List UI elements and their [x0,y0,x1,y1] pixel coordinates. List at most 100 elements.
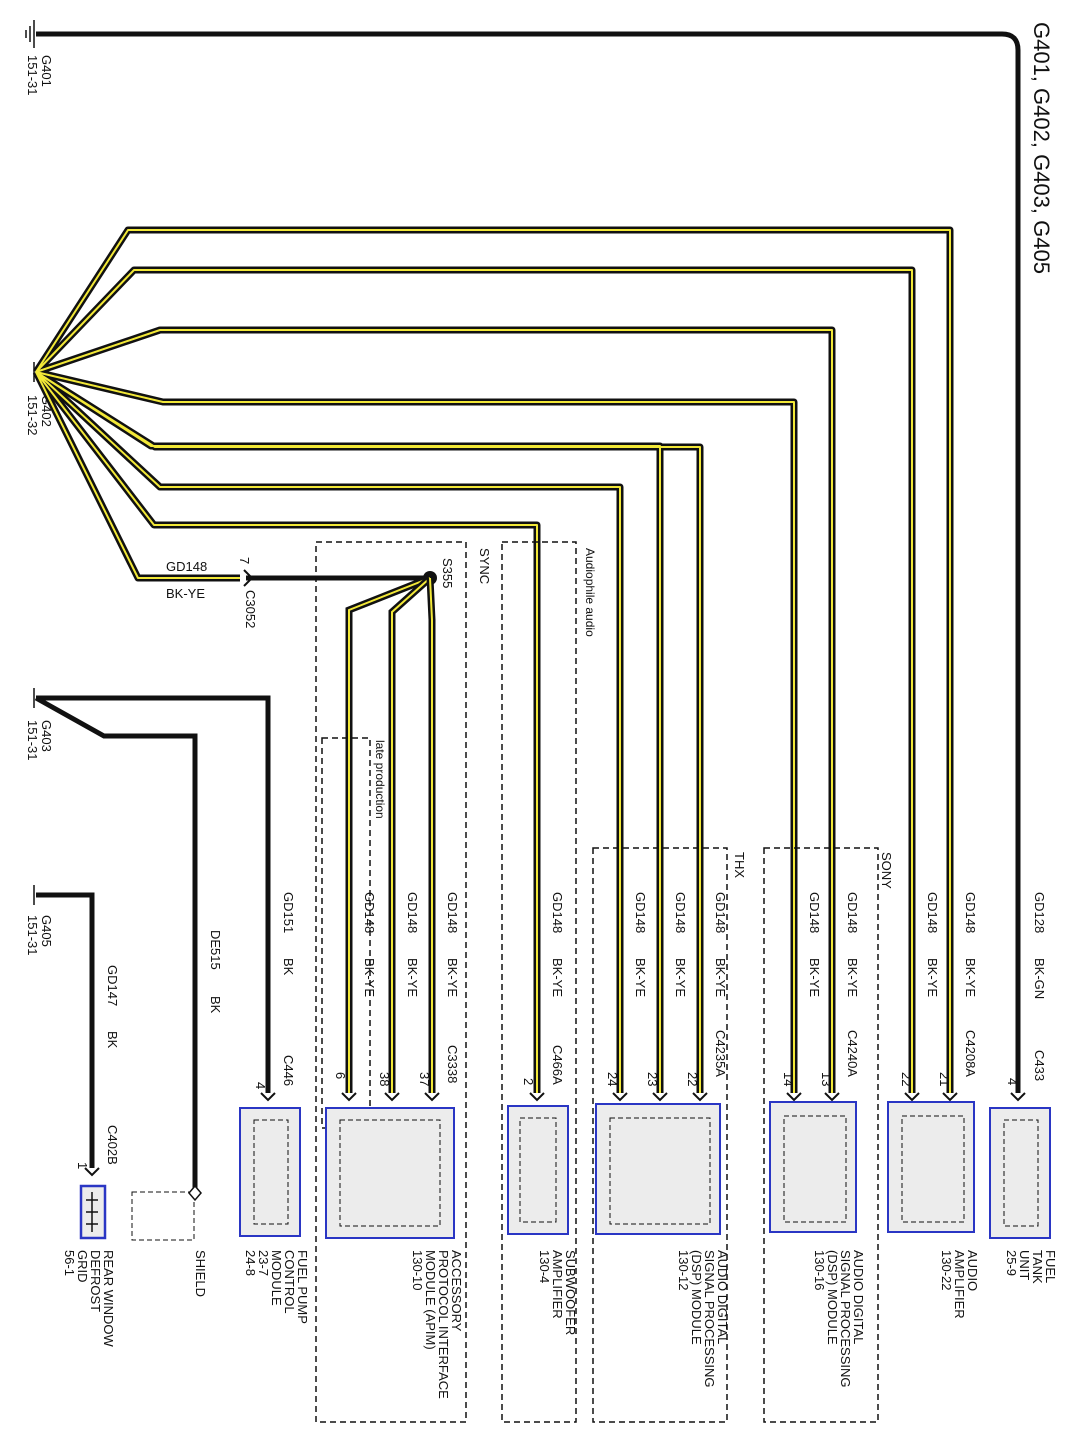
group-late-production: late production [373,740,387,819]
svg-text:130-10: 130-10 [410,1250,425,1290]
ground-g405: G405 151-31 [25,885,54,955]
g403-label: G403 [39,720,54,752]
svg-text:AMPLIFIER: AMPLIFIER [550,1250,565,1319]
wire-label-color: BK-YE [445,958,460,997]
svg-text:130-4: 130-4 [537,1250,552,1283]
label-subwoofer-amplifier: SUBWOOFER AMPLIFIER 130-4 [537,1250,578,1335]
c3052-color: BK-YE [166,586,205,601]
connector-name: C4235A [713,1030,728,1077]
svg-text:130-12: 130-12 [676,1250,691,1290]
svg-text:MODULE: MODULE [269,1250,284,1306]
label-apim: ACCESSORY PROTOCOL INTERFACE MODULE (API… [410,1250,464,1399]
wire-label-circuit: GD148 [925,892,940,933]
wire-label-circuit: GD128 [1032,892,1047,933]
wire-label-color: BK-YE [845,958,860,997]
connector-pin: 22 [899,1072,914,1086]
svg-text:ACCESSORY: ACCESSORY [449,1250,464,1332]
svg-text:SHIELD: SHIELD [193,1250,208,1297]
svg-text:SIGNAL PROCESSING: SIGNAL PROCESSING [838,1250,853,1388]
wire-label-circuit: GD151 [281,892,296,933]
wire-label-circuit: GD148 [405,892,420,933]
label-dsp-module-130-16: AUDIO DIGITAL SIGNAL PROCESSING (DSP) MO… [812,1250,866,1388]
wire-label-color: BK-GN [1032,958,1047,999]
connector-pin: 24 [605,1072,620,1086]
wire-labels: GD128 BK-GN GD148 BK-YE GD148 BK-YE GD14… [105,892,1047,1049]
g401-ref: 151-31 [25,55,40,95]
g401-label: G401 [39,55,54,87]
connector-pin: 38 [377,1072,392,1086]
wire-label-circuit: GD148 [633,892,648,933]
wire-gd151 [36,695,271,1093]
connector-name: C433 [1032,1050,1047,1081]
label-shield: SHIELD [193,1250,208,1297]
svg-text:PROTOCOL INTERFACE: PROTOCOL INTERFACE [436,1250,451,1399]
group-thx: THX [732,852,747,878]
svg-text:FUEL PUMP: FUEL PUMP [295,1250,310,1324]
svg-text:TANK: TANK [1030,1250,1045,1284]
wire-label-color: BK-YE [673,958,688,997]
svg-text:SIGNAL PROCESSING: SIGNAL PROCESSING [702,1250,717,1388]
svg-text:AUDIO DIGITAL: AUDIO DIGITAL [851,1250,866,1344]
connector-c3052: GD148 BK-YE 7 C3052 [166,557,430,628]
ground-g403: G403 151-31 [25,688,54,760]
wire-label-color: BK-YE [925,958,940,997]
svg-text:56-1: 56-1 [62,1250,77,1276]
svg-text:FUEL: FUEL [1043,1250,1058,1283]
c3052-circuit: GD148 [166,559,207,574]
svg-text:UNIT: UNIT [1017,1250,1032,1280]
connector-pin: 37 [417,1072,432,1086]
connector-pin: 14 [781,1072,796,1086]
label-fuel-pump-control-module: FUEL PUMP CONTROL MODULE 23-7 24-8 [243,1250,310,1324]
g405-ref: 151-31 [25,915,40,955]
ground-g401: G401 151-31 [25,20,54,95]
connector-name: C466A [550,1045,565,1085]
svg-text:130-22: 130-22 [939,1250,954,1290]
svg-text:DEFROST: DEFROST [88,1250,103,1312]
wire-label-color: BK [281,958,296,976]
connector-pin: 13 [819,1072,834,1086]
connector-pin: 21 [937,1072,952,1086]
connector-name: C4240A [845,1030,860,1077]
pin-terminals [84,1092,1026,1177]
option-boxes [315,541,879,1423]
svg-text:25-9: 25-9 [1004,1250,1019,1276]
wire-label-circuit: GD148 [713,892,728,933]
connector-pin: 2 [521,1078,536,1085]
wire-gd128 [36,31,1021,1093]
svg-text:GRID: GRID [75,1250,90,1283]
g402-harness [32,226,954,1093]
connector-pin: 6 [333,1072,348,1079]
wire-label-circuit: DE515 [208,930,223,970]
s355-label: S355 [440,558,455,588]
wire-label-circuit: GD147 [105,965,120,1006]
svg-text:SUBWOOFER: SUBWOOFER [563,1250,578,1335]
connector-pin: 4 [253,1082,268,1089]
svg-text:AUDIO DIGITAL: AUDIO DIGITAL [715,1250,730,1344]
wire-label-color: BK-YE [405,958,420,997]
wire-label-color: BK-YE [550,958,565,997]
wire-label-color: BK-YE [362,958,377,997]
label-rear-window-defrost-grid: REAR WINDOW DEFROST GRID 56-1 [62,1250,116,1348]
wire-label-color: BK-YE [633,958,648,997]
g403-ref: 151-31 [25,720,40,760]
label-fuel-tank-unit: FUEL TANK UNIT 25-9 [1004,1250,1058,1284]
splice-s355: S355 [345,558,455,1093]
connector-pin: 1 [75,1162,90,1169]
wire-label-circuit: GD148 [845,892,860,933]
c3052-name: C3052 [243,590,258,628]
svg-text:MODULE (APIM): MODULE (APIM) [423,1250,438,1350]
connector-pin: 4 [1005,1078,1020,1085]
svg-text:REAR WINDOW: REAR WINDOW [101,1250,116,1348]
modules [79,1101,1051,1241]
group-sony: SONY [879,852,894,889]
wire-label-color: BK [208,996,223,1014]
wire-label-circuit: GD148 [362,892,377,933]
wire-label-circuit: GD148 [445,892,460,933]
group-sync: SYNC [477,548,492,584]
c3052-pin: 7 [237,557,252,564]
connector-labels: C433 4 C4208A 21 22 C4240A 13 14 C4235A … [75,1030,1047,1169]
component-labels: FUEL TANK UNIT 25-9 AUDIO AMPLIFIER 130-… [62,1250,1058,1399]
group-audiophile: Audiophile audio [583,548,597,637]
